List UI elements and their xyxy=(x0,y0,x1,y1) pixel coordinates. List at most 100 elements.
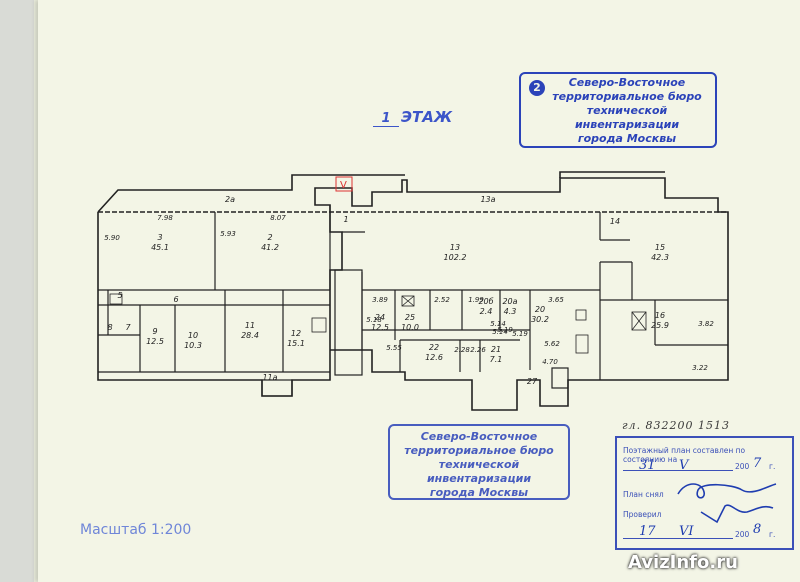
room-area: 28.4 xyxy=(241,331,259,340)
room-number: 27 xyxy=(527,377,538,386)
room-area: 45.1 xyxy=(151,243,169,252)
dimension-label: 3.65 xyxy=(548,296,564,304)
room-number: 21 xyxy=(491,345,501,354)
dimension-label: 5.93 xyxy=(220,230,236,238)
room-area: 7.1 xyxy=(490,355,503,364)
date1-year: 7 xyxy=(753,456,762,471)
room-number: 10 xyxy=(188,331,198,340)
year-suffix: г. xyxy=(769,530,776,539)
bti-stamp-top: 2 Северо-Восточное территориальное бюро … xyxy=(519,72,717,148)
room-area: 25.9 xyxy=(651,321,669,330)
signature-1 xyxy=(677,483,777,499)
dimension-label: 5.90 xyxy=(104,234,120,242)
date2-day: 17 xyxy=(639,524,656,539)
bti-stamp-bottom: Северо-Восточное территориальное бюро те… xyxy=(388,424,570,500)
stamp-line: Северо-Восточное xyxy=(568,76,686,89)
floor-label: ЭТАЖ xyxy=(401,108,453,126)
room-area: 12.5 xyxy=(371,323,389,332)
svg-text:V: V xyxy=(340,180,347,191)
paper-sheet xyxy=(38,0,800,582)
dimension-label: 8.07 xyxy=(270,214,286,222)
outer-wall-left-roof xyxy=(97,174,405,213)
room-number: 22 xyxy=(429,343,439,352)
signature-2 xyxy=(700,504,774,524)
room-number: 12 xyxy=(291,329,301,338)
room-number: 20 xyxy=(535,305,545,314)
checked-label: Проверил xyxy=(623,510,662,519)
date2-year: 8 xyxy=(753,522,762,537)
room-number: 1 xyxy=(343,215,348,224)
dimension-label: 5.14 xyxy=(492,328,508,336)
room-number: 6 xyxy=(173,295,178,304)
room-number: 13а xyxy=(480,195,495,204)
dimension-label: 2.28 xyxy=(454,346,470,354)
room-number: 24 xyxy=(375,313,385,322)
dimension-label: 3.82 xyxy=(698,320,714,328)
dimension-label: 2.52 xyxy=(434,296,450,304)
room-area: 12.5 xyxy=(146,337,164,346)
stamp-line: города Москвы xyxy=(429,486,529,499)
room-number: 2а xyxy=(225,195,235,204)
room-area: 102.2 xyxy=(444,253,467,262)
room-number: 11а xyxy=(262,373,277,382)
stamp-line: города Москвы xyxy=(577,132,677,145)
dimension-label: 3.22 xyxy=(692,364,708,372)
plan-info-stamp: Поэтажный план составлен по состоянию на… xyxy=(615,436,794,550)
room-area: 15.1 xyxy=(287,339,305,348)
dimension-label: 5.55 xyxy=(386,344,402,352)
date2-year-prefix: 200 xyxy=(735,530,750,539)
stamp-number: 2 xyxy=(529,80,545,96)
dimension-label: 5.19 xyxy=(497,326,513,334)
scale-label: Масштаб 1:200 xyxy=(80,522,192,538)
dimension-label: 3.89 xyxy=(372,296,388,304)
room-area: 12.6 xyxy=(425,353,443,362)
room-number: 3 xyxy=(157,233,162,242)
room-area: 42.3 xyxy=(651,253,669,262)
stamp-line: технической инвентаризации xyxy=(574,104,680,131)
red-check-mark: V xyxy=(335,176,353,192)
date2-month: VI xyxy=(679,524,694,539)
room-number: 16 xyxy=(655,311,665,320)
room-area: 2.4 xyxy=(480,307,493,316)
date1-year-prefix: 200 xyxy=(735,462,750,471)
room-area: 4.3 xyxy=(504,307,517,316)
dimension-label: 5.19 xyxy=(512,330,528,338)
room-area: 30.2 xyxy=(531,315,549,324)
room-number: 15 xyxy=(655,243,665,252)
stamp-line: территориальное бюро xyxy=(404,444,554,457)
plan-walls xyxy=(97,171,729,411)
room-number: 5 xyxy=(117,291,122,300)
plan-fixtures xyxy=(109,293,647,354)
room-number: 11 xyxy=(245,321,255,330)
room-number: 7 xyxy=(125,323,131,332)
info-title: Поэтажный план составлен по состоянию на xyxy=(623,446,746,464)
removed-label: План снял xyxy=(623,490,664,499)
dimension-label: 5.18 xyxy=(366,316,382,324)
dimension-label: 1.99 xyxy=(468,296,484,304)
room-number: 13 xyxy=(450,243,460,252)
date1-month: V xyxy=(679,458,689,473)
dimension-label: 7.98 xyxy=(157,214,173,222)
room-number: 9 xyxy=(152,327,157,336)
room-area: 41.2 xyxy=(261,243,279,252)
stamp-line: территориальное бюро xyxy=(552,90,702,103)
outer-wall-right-roof xyxy=(559,171,665,178)
date1-day: 31 xyxy=(639,458,656,473)
dimension-label: 5.14 xyxy=(490,320,506,328)
plan-interior xyxy=(98,205,728,397)
floor-number: 1 xyxy=(373,111,399,127)
stamp-line: Северо-Восточное xyxy=(420,430,538,443)
stamp-line: технической инвентаризации xyxy=(426,458,532,485)
plan-code: гл. 832200 1513 xyxy=(622,419,731,432)
date-line xyxy=(623,538,733,539)
room-number: 14 xyxy=(610,217,620,226)
dimension-label: 4.70 xyxy=(542,358,558,366)
room-number: 20б xyxy=(478,297,493,306)
watermark: AvizInfo.ru xyxy=(628,552,738,573)
room-number: 2 xyxy=(267,233,272,242)
room-area: 10.0 xyxy=(401,323,419,332)
date-line xyxy=(623,470,733,471)
